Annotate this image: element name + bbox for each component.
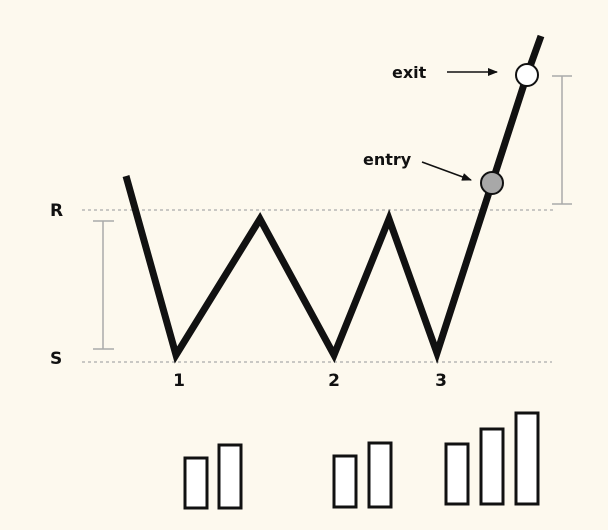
support-label: S xyxy=(50,349,62,369)
price-path xyxy=(122,34,545,364)
volume-bar xyxy=(367,441,393,509)
touch-label-2: 2 xyxy=(328,371,340,391)
pattern-height-bracket xyxy=(93,220,114,350)
volume-bar xyxy=(514,411,540,506)
entry-label: entry xyxy=(363,150,412,169)
entry-arrow xyxy=(421,161,472,181)
touch-label-3: 3 xyxy=(435,371,447,391)
volume-bar xyxy=(217,443,243,510)
target-bracket xyxy=(552,75,572,205)
entry-point-marker xyxy=(480,171,504,195)
exit-point-marker xyxy=(515,63,539,87)
volume-group-1 xyxy=(183,443,243,510)
volume-group-3 xyxy=(444,411,540,506)
exit-label: exit xyxy=(392,63,427,82)
volume-bar xyxy=(479,427,505,506)
volume-bar xyxy=(444,442,470,506)
volume-group-2 xyxy=(332,441,393,509)
volume-bar xyxy=(183,456,209,510)
volume-bar xyxy=(332,454,358,509)
resistance-label: R xyxy=(50,201,63,221)
touch-label-1: 1 xyxy=(173,371,185,391)
